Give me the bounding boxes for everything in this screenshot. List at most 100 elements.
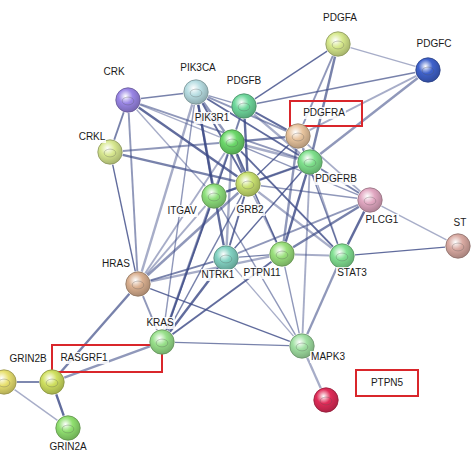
interaction-edge <box>148 193 239 276</box>
structure-icon <box>364 197 376 205</box>
highlight-box <box>52 345 162 372</box>
interaction-edge <box>235 172 302 248</box>
structure-icon <box>46 379 58 387</box>
node-circle <box>0 370 16 394</box>
protein-node: GRIN2B <box>0 369 17 395</box>
node-circle <box>98 140 122 164</box>
protein-node: PIK3CA <box>183 79 209 105</box>
interaction-edge <box>245 145 298 159</box>
interaction-edge <box>261 186 357 199</box>
node-circle <box>358 188 382 212</box>
structure-icon <box>242 181 254 189</box>
interaction-edge <box>348 212 364 245</box>
protein-node: PDGFA <box>325 31 351 57</box>
protein-node: HRAS <box>125 271 151 297</box>
node-ball <box>115 87 141 113</box>
protein-node: GRIN2A <box>55 415 81 441</box>
node-ball <box>201 183 227 209</box>
structure-icon <box>190 89 202 97</box>
node-circle <box>446 234 470 258</box>
protein-label: PDGFC <box>416 38 453 50</box>
node-ball <box>219 129 245 155</box>
protein-node: ST <box>445 233 471 259</box>
protein-node: RASGRF1 <box>39 369 65 395</box>
interaction-edge <box>257 72 415 103</box>
protein-node: PDGFRB <box>297 149 323 175</box>
protein-label: GRB2 <box>235 204 264 216</box>
protein-label: PDGFRB <box>314 173 358 185</box>
structure-icon <box>208 193 220 201</box>
node-ball <box>235 171 261 197</box>
protein-label: GRIN2B <box>8 353 47 365</box>
node-circle <box>220 130 244 154</box>
node-ball <box>415 57 441 83</box>
protein-label: RASGRF1 <box>59 352 108 364</box>
structure-icon <box>452 243 464 251</box>
node-circle <box>150 330 174 354</box>
node-circle <box>298 150 322 174</box>
node-circle <box>330 244 354 268</box>
protein-node: ITGAV <box>201 183 227 209</box>
node-circle <box>56 416 80 440</box>
structure-icon <box>220 255 232 263</box>
protein-node: PTPN5 <box>313 387 339 413</box>
structure-icon <box>156 339 168 347</box>
interaction-edge <box>175 342 289 345</box>
node-circle <box>236 172 260 196</box>
protein-node: CRKL <box>97 139 123 165</box>
node-ball <box>0 369 17 395</box>
interaction-edge <box>123 155 236 181</box>
node-ball <box>285 123 311 149</box>
protein-label: ST <box>453 217 468 229</box>
protein-node: PDGFRA <box>285 123 311 149</box>
node-ball <box>55 415 81 441</box>
interaction-edge <box>295 254 329 255</box>
protein-node: PIK3R1 <box>219 129 245 155</box>
node-circle <box>232 94 256 118</box>
node-ball <box>313 387 339 413</box>
node-circle <box>184 80 208 104</box>
protein-label: CRK <box>102 66 125 78</box>
protein-node: NTRK1 <box>213 245 239 271</box>
highlight-box <box>356 370 418 396</box>
node-circle <box>416 58 440 82</box>
structure-icon <box>332 41 344 49</box>
structure-icon <box>336 253 348 261</box>
structure-icon <box>226 139 238 147</box>
edge-group <box>15 48 447 421</box>
interaction-edge <box>236 118 240 129</box>
interaction-edge <box>293 207 359 247</box>
structure-icon <box>292 133 304 141</box>
node-circle <box>202 184 226 208</box>
node-ball <box>357 187 383 213</box>
interaction-edge <box>234 268 293 336</box>
protein-node: CRK <box>115 87 141 113</box>
interaction-edge <box>146 206 205 274</box>
protein-label: PIK3R1 <box>194 112 230 124</box>
protein-node: PDGFB <box>231 93 257 119</box>
interaction-edge <box>142 104 192 271</box>
structure-icon <box>276 251 288 259</box>
interaction-edge <box>244 147 358 195</box>
node-ball <box>325 31 351 57</box>
interaction-edge <box>141 94 183 99</box>
protein-label: PDGFB <box>226 75 262 87</box>
protein-label: ITGAV <box>166 205 197 217</box>
interaction-edge <box>17 381 39 383</box>
protein-node: GRB2 <box>235 171 261 197</box>
structure-icon <box>304 159 316 167</box>
interaction-edge <box>313 57 335 150</box>
node-circle <box>126 272 150 296</box>
protein-node: STAT3 <box>329 243 355 269</box>
protein-label: PIK3CA <box>179 62 217 74</box>
node-ball <box>213 245 239 271</box>
node-ball <box>149 329 175 355</box>
protein-label: PTPN5 <box>370 377 404 389</box>
node-circle <box>314 388 338 412</box>
structure-icon <box>296 343 308 351</box>
node-ball <box>445 233 471 259</box>
interaction-edge <box>350 48 415 67</box>
structure-icon <box>122 97 134 105</box>
protein-label: NTRK1 <box>201 269 236 281</box>
structure-icon <box>320 397 332 405</box>
